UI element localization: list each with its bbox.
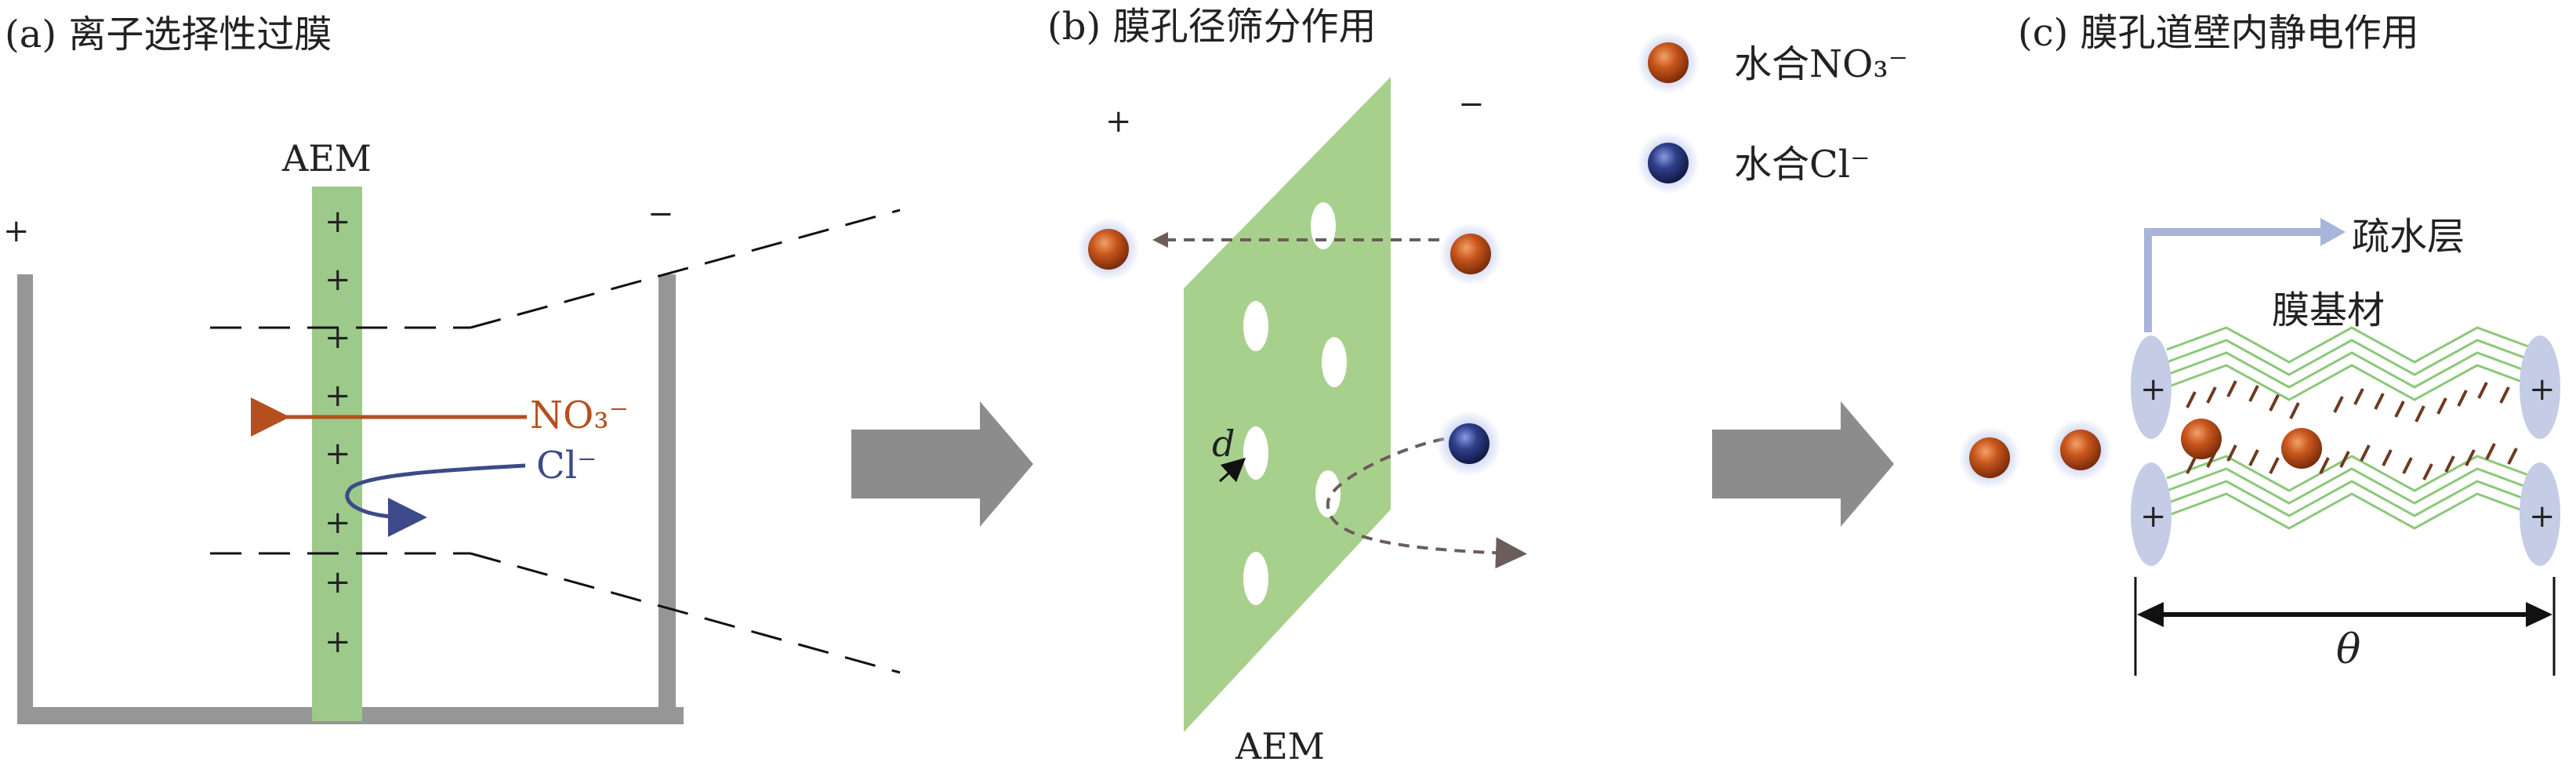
legend-cl-label: 水合Cl⁻ (1734, 143, 1870, 187)
membrane-charge: + (325, 436, 351, 472)
membrane-charge: + (325, 378, 351, 414)
pore (1243, 552, 1268, 605)
cathode-sign: − (648, 196, 674, 232)
pore (1243, 301, 1268, 351)
pore (1311, 202, 1336, 249)
transition-arrow-1 (851, 401, 1033, 527)
channel-ions (1958, 419, 2322, 489)
anode-sign: + (3, 213, 30, 249)
cl-ion-b (1449, 423, 1489, 464)
membrane-charge: + (325, 564, 351, 600)
no3-label: NO₃⁻ (530, 393, 629, 437)
legend: 水合NO₃⁻ 水合Cl⁻ (1637, 31, 1908, 194)
no3-ion-c (2181, 419, 2222, 459)
no3-ion-c (1969, 437, 2010, 478)
legend-no3-label: 水合NO₃⁻ (1734, 42, 1908, 86)
panel-c: (c) 膜孔道壁内静电作用 疏水层 膜基材 (1958, 11, 2560, 676)
membrane-charge: + (325, 624, 351, 660)
membrane-charge: + (325, 505, 351, 541)
pore (1322, 337, 1347, 387)
theta-label: θ (2336, 626, 2360, 673)
no3-ion-c (2060, 430, 2101, 470)
panel-a: (a) 离子选择性过膜 + − AEM + + + + + + + + (3, 13, 901, 724)
anode-sign-b: + (1105, 103, 1132, 140)
legend-cl-marker (1648, 143, 1689, 183)
cl-label: Cl⁻ (536, 444, 597, 488)
aem-membrane-b (1184, 77, 1391, 732)
no3-ion-c (2281, 428, 2322, 469)
pore (1315, 470, 1341, 517)
membrane-charge: + (325, 262, 351, 298)
aem-membrane-a (312, 187, 362, 721)
wall-charge: + (2140, 499, 2167, 535)
wall-charges: + + + + (2131, 335, 2560, 566)
panel-b-caption: (b) 膜孔径筛分作用 (1047, 5, 1376, 49)
cathode-sign-b: − (1458, 86, 1485, 122)
legend-no3-marker (1648, 42, 1689, 83)
panel-b: (b) 膜孔径筛分作用 + − d AEM (1047, 5, 1527, 767)
pore (1243, 426, 1268, 480)
wall-charge: + (2529, 372, 2556, 408)
panel-a-caption: (a) 离子选择性过膜 (5, 13, 332, 56)
transition-arrow-2 (1712, 401, 1894, 527)
membrane-charges-a: + + + + + + + + (325, 204, 351, 660)
aem-label-b: AEM (1235, 725, 1325, 767)
channel-width-dimension: θ (2134, 577, 2556, 676)
no3-ion-incoming (1450, 234, 1491, 274)
membrane-charge: + (325, 204, 351, 240)
membrane-pores (1243, 202, 1347, 605)
panel-c-caption: (c) 膜孔道壁内静电作用 (2018, 11, 2419, 55)
cl-path-b (1326, 437, 1527, 569)
membrane-charge: + (325, 320, 351, 356)
hydrophobic-pointer (2144, 228, 2324, 332)
no3-ion-passed (1088, 229, 1129, 270)
substrate-zigzag (2166, 326, 2538, 530)
wall-charge: + (2140, 372, 2167, 408)
pore-diameter-label: d (1212, 422, 1235, 465)
pore-diameter-marker (1218, 457, 1246, 483)
cl-arrow (345, 463, 526, 537)
hydrophobic-label: 疏水层 (2352, 215, 2465, 259)
functional-groups (2186, 380, 2518, 480)
wall-charge: + (2529, 499, 2556, 535)
zoom-dashed-lines (210, 209, 901, 674)
aem-label-a: AEM (281, 137, 372, 179)
substrate-label: 膜基材 (2272, 288, 2385, 332)
